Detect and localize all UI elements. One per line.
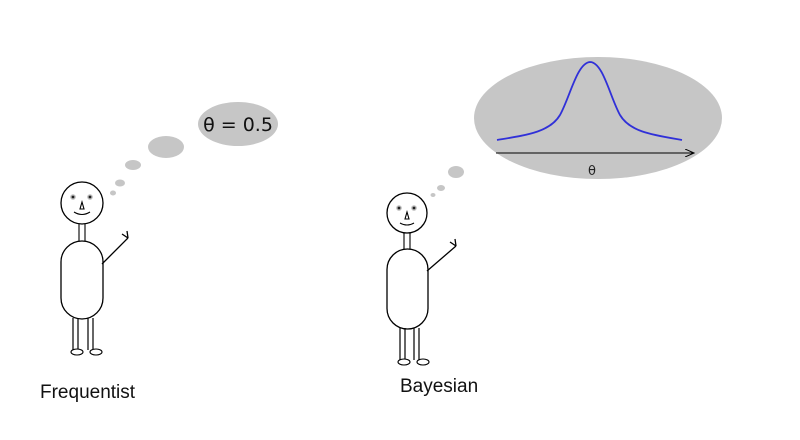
frequentist-label: Frequentist — [40, 382, 136, 403]
mouth — [399, 222, 415, 226]
foot-right — [416, 358, 430, 366]
foot-right — [89, 348, 103, 356]
thought-dot-small — [110, 190, 116, 196]
nose — [404, 209, 410, 220]
eye-left-pupil — [71, 195, 75, 199]
thought-bubble-text: θ = 0.5 — [203, 114, 273, 136]
foot-left — [397, 358, 411, 366]
arm — [101, 237, 129, 265]
hand — [121, 233, 129, 239]
thought-bubble — [198, 102, 278, 146]
thought-dot-small — [437, 185, 445, 191]
theta-axis-label: θ — [588, 164, 596, 179]
nose — [79, 199, 85, 210]
foot-left — [70, 348, 84, 356]
thought-dot-medium — [448, 166, 464, 178]
hand — [126, 230, 129, 239]
body — [386, 248, 429, 330]
body — [60, 240, 104, 320]
mouth — [73, 211, 91, 216]
thought-dot-large — [148, 136, 184, 158]
thought-dot-small — [115, 179, 125, 187]
thought-dot-small — [430, 193, 436, 197]
thought-dot-medium — [125, 160, 141, 170]
bayesian-label: Bayesian — [400, 376, 478, 397]
eye-right-pupil — [88, 195, 92, 199]
hand — [454, 238, 457, 247]
eye-left-pupil — [397, 206, 401, 210]
arm — [426, 245, 457, 272]
posterior-curve — [496, 61, 683, 141]
thought-bubble — [474, 57, 722, 179]
frequentist-figure: θ = 0.5 Frequentist — [40, 102, 278, 403]
hand — [449, 241, 457, 247]
bayesian-figure: θ Bayesian — [386, 57, 722, 397]
eye-right-pupil — [412, 206, 416, 210]
